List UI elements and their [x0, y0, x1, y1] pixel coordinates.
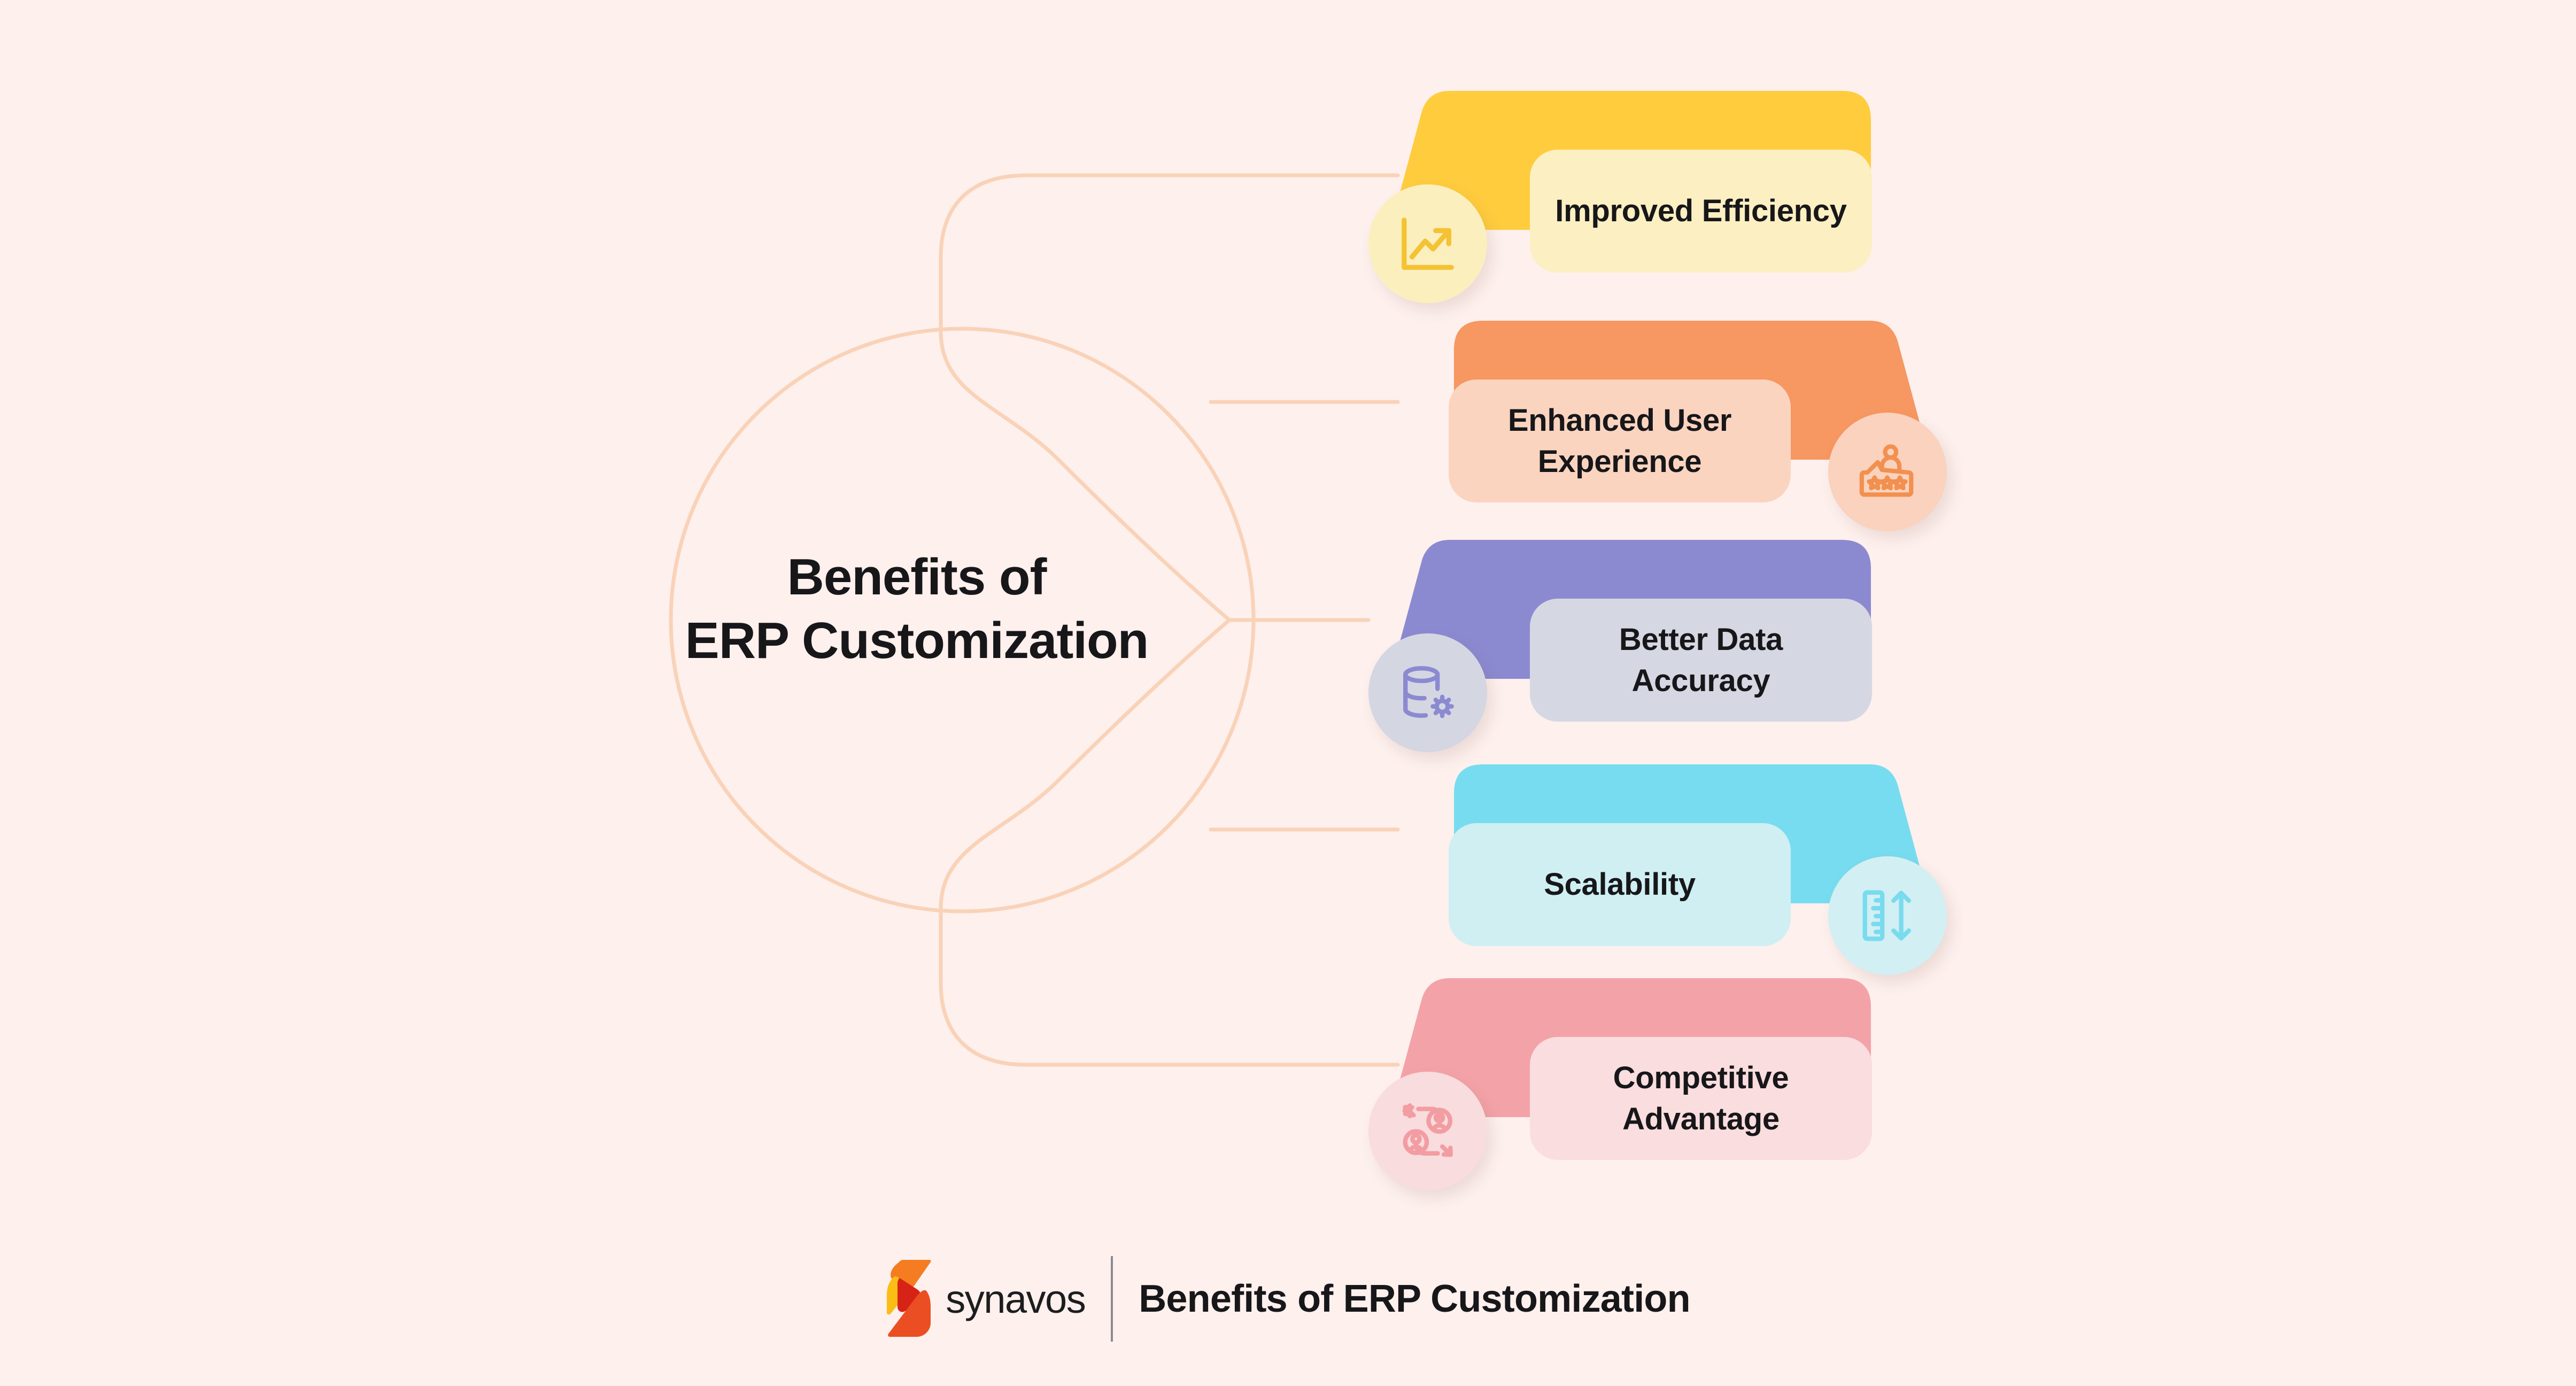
card-label: Better Data Accuracy — [1619, 622, 1783, 698]
trending-up-chart-icon — [1402, 218, 1454, 270]
card-front-plate: Competitive Advantage — [1530, 1037, 1872, 1160]
synavos-wordmark: synavos — [946, 1276, 1086, 1321]
ruler-resize-arrow-icon — [1862, 890, 1912, 941]
center-title-line-1: Benefits of — [787, 548, 1047, 606]
synavos-logo-icon — [887, 1260, 931, 1337]
database-gear-icon — [1403, 666, 1454, 718]
card-label: Competitive Advantage — [1613, 1060, 1789, 1136]
user-rating-stars-icon — [1859, 444, 1914, 497]
card-icon-bubble[interactable] — [1828, 856, 1947, 975]
page-title: Benefits of ERP Customization — [615, 545, 1219, 672]
card-label: Enhanced User Experience — [1507, 402, 1732, 479]
benefit-card-improved-efficiency[interactable]: Improved Efficiency — [1368, 91, 1872, 303]
card-icon-bubble[interactable] — [1368, 633, 1487, 752]
card-label: Improved Efficiency — [1555, 193, 1847, 229]
footer-divider — [1111, 1256, 1113, 1342]
benefit-card-scalability[interactable]: Scalability — [1449, 764, 1947, 975]
center-title-line-2: ERP Customization — [685, 612, 1149, 670]
users-exchange-arrows-icon — [1402, 1103, 1453, 1157]
card-front-plate: Better Data Accuracy — [1530, 599, 1872, 722]
card-front-plate: Scalability — [1449, 823, 1791, 946]
card-icon-bubble[interactable] — [1368, 184, 1487, 303]
benefit-card-competitive-advantage[interactable]: Competitive Advantage — [1368, 978, 1872, 1190]
card-icon-bubble[interactable] — [1368, 1072, 1487, 1190]
card-front-plate: Improved Efficiency — [1530, 150, 1872, 273]
card-icon-bubble[interactable] — [1828, 413, 1947, 531]
benefit-card-better-data-accuracy[interactable]: Better Data Accuracy — [1368, 540, 1872, 752]
card-front-plate: Enhanced User Experience — [1449, 380, 1791, 502]
footer-bar: synavos Benefits of ERP Customization — [0, 1245, 2576, 1352]
footer-title: Benefits of ERP Customization — [1139, 1277, 1690, 1320]
benefit-card-enhanced-user-experience[interactable]: Enhanced User Experience — [1449, 321, 1947, 531]
card-label: Scalability — [1544, 867, 1696, 902]
